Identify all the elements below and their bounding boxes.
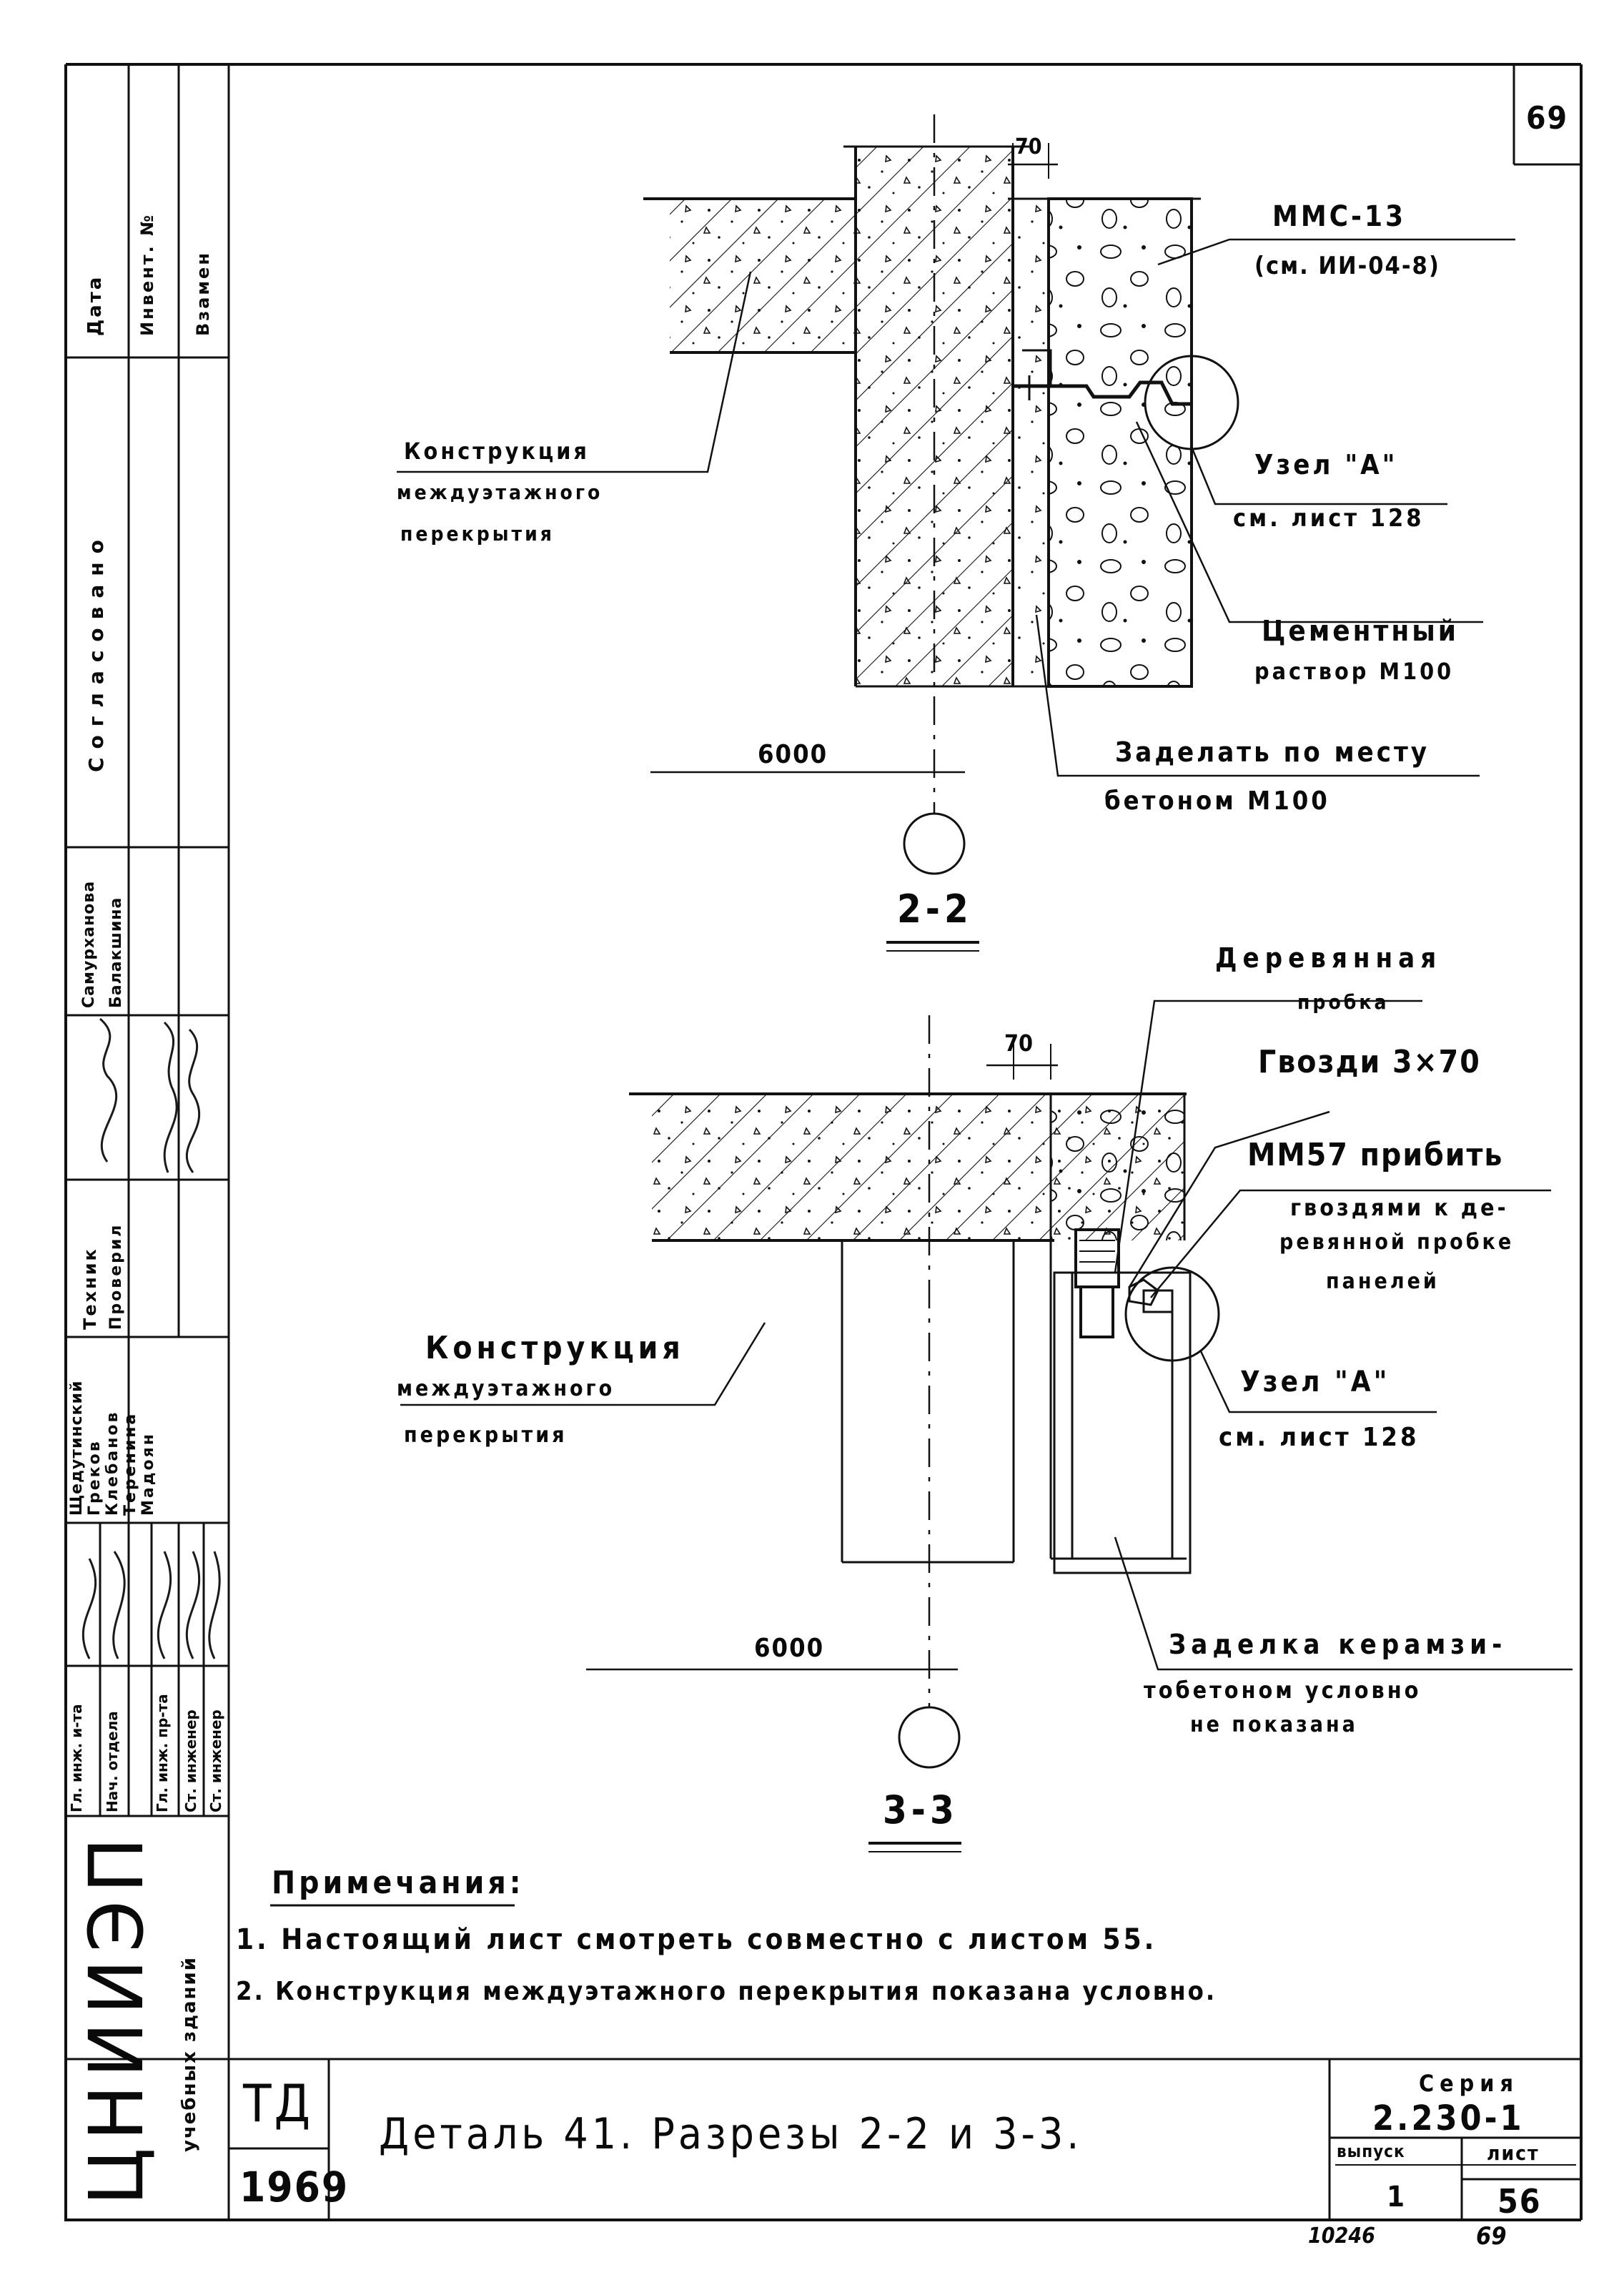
label-slab-2-upper: междуэтажного [397, 480, 603, 504]
sheet-label: лист [1487, 2141, 1540, 2165]
signatures [81, 1017, 221, 1659]
side-name-2: Балакшина [107, 897, 125, 1008]
sheet-value: 56 [1497, 2182, 1542, 2221]
side-staff-name-5: Мадоян [139, 1432, 157, 1516]
side-staff-role-5: Ст. инженер [207, 1709, 224, 1812]
label-cement-1: Цементный [1262, 615, 1459, 648]
side-staff-name-4: Теренина [122, 1411, 139, 1516]
note-1: 1. Настоящий лист смотреть совместно с л… [236, 1923, 1157, 1956]
dim-6000-lower: 6000 [754, 1634, 825, 1663]
dim-70-upper: 70 [1015, 134, 1042, 159]
section-3-3-drawing [400, 1000, 1573, 1852]
issue-label: выпуск [1337, 2141, 1405, 2161]
label-node-ref-lower: см. лист 128 [1219, 1423, 1420, 1452]
side-staff-role-3: Гл. инж. пр-та [154, 1694, 171, 1812]
label-fill-2-lower: тобетоном условно [1144, 1677, 1422, 1704]
series-label: Серия [1419, 2070, 1519, 2097]
side-staff-name-3: Клебанов [104, 1410, 122, 1516]
side-role-technician: Техник [80, 1247, 100, 1330]
title-block-year: 1969 [239, 2163, 350, 2211]
label-fill-1-lower: Заделка керамзи- [1169, 1629, 1507, 1660]
side-role-checked: Проверил [107, 1223, 125, 1330]
label-nails: Гвозди 3×70 [1258, 1044, 1481, 1080]
label-mms-ref: (см. ИИ-04-8) [1254, 252, 1440, 280]
issue-value: 1 [1387, 2181, 1408, 2214]
side-col-date: Дата [84, 275, 106, 336]
section-2-2-drawing [397, 114, 1515, 952]
side-staff-role-2: Нач. отдела [104, 1711, 121, 1812]
footer-inventory: 10246 [1308, 2224, 1375, 2249]
sheet-frame [64, 63, 1583, 2221]
side-block-lines [66, 64, 230, 2220]
label-node-ref-upper: см. лист 128 [1233, 504, 1425, 533]
label-mm57-4: панелей [1326, 1269, 1440, 1294]
note-2: 2. Конструкция междуэтажного перекрытия … [236, 1977, 1217, 2006]
side-col-replace: Взамен [193, 251, 213, 336]
sheet-number-top: 69 [1526, 100, 1569, 137]
label-slab-2-lower: междуэтажного [397, 1376, 615, 1401]
label-mm57-3: ревянной пробке [1279, 1230, 1515, 1255]
label-node-lower: Узел "А" [1240, 1366, 1390, 1398]
label-fill-3-lower: не показана [1190, 1712, 1358, 1737]
title-block-lines [229, 2058, 1581, 2220]
label-wood-2: пробка [1297, 990, 1390, 1014]
series-value: 2.230-1 [1372, 2098, 1525, 2138]
side-approved: Согласовано [84, 531, 108, 772]
sheet-number-box [1512, 64, 1581, 166]
label-slab-3-lower: перекрытия [404, 1423, 568, 1448]
side-staff-name-2: Греков [86, 1439, 104, 1516]
institute-logo: ЦНИИЭП [73, 1830, 160, 2206]
label-slab-1-upper: Конструкция [404, 438, 590, 465]
side-staff-role-1: Гл. инж. и-та [68, 1704, 85, 1812]
section-title-2-2: 2-2 [897, 887, 973, 932]
label-fill-1-upper: Заделать по месту [1115, 736, 1430, 768]
notes-heading: Примечания: [272, 1865, 525, 1901]
label-mms-13: ММС-13 [1272, 200, 1407, 233]
label-wood-1: Деревянная [1215, 942, 1442, 974]
footer-page: 69 [1476, 2222, 1507, 2251]
dim-6000-upper: 6000 [758, 740, 828, 769]
label-fill-2-upper: бетоном М100 [1104, 786, 1330, 816]
label-cement-2: раствор М100 [1254, 658, 1455, 685]
label-mm57-1: ММ57 прибить [1247, 1137, 1504, 1173]
section-title-3-3: 3-3 [883, 1787, 959, 1832]
side-name-1: Самурханова [80, 880, 98, 1008]
dim-70-lower: 70 [1004, 1030, 1034, 1057]
label-mm57-2: гвоздями к де- [1290, 1194, 1509, 1221]
title-block-code: ТД [243, 2073, 314, 2133]
side-staff-role-4: Ст. инженер [182, 1709, 199, 1812]
label-slab-1-lower: Конструкция [425, 1330, 685, 1366]
side-staff-name-1: Щедутинский [68, 1380, 86, 1516]
label-slab-3-upper: перекрытия [400, 522, 555, 546]
label-node-upper: Узел "А" [1254, 449, 1398, 480]
institute-subtitle: учебных зданий [179, 1956, 200, 2152]
side-col-inventory: Инвент. № [137, 213, 157, 336]
title-block-title: Деталь 41. Разрезы 2-2 и 3-3. [379, 2109, 1083, 2159]
